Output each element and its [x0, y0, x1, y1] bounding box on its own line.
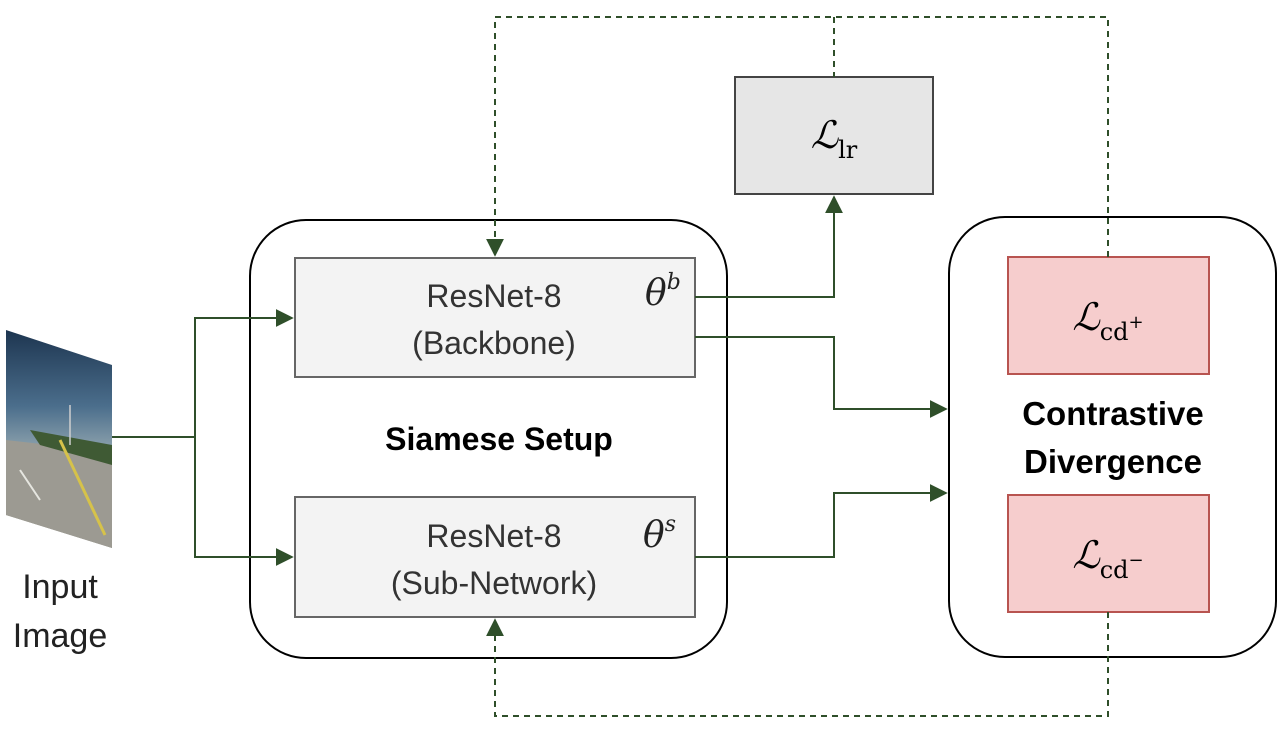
arrow-input-to-backbone — [112, 309, 294, 438]
siamese-setup-group — [249, 219, 728, 659]
siamese-setup-title: Siamese Setup — [385, 421, 613, 457]
subnetwork-param: θs — [643, 512, 676, 556]
loss-lr-subscript: lr — [838, 136, 858, 164]
subnetwork-param-sup: s — [665, 512, 676, 537]
arrow-backbone-to-loss-lr — [695, 195, 843, 298]
loss-cd-positive-box: ℒcd+ — [1007, 256, 1210, 375]
loss-lr-symbol: ℒ — [811, 113, 840, 157]
loss-cd-positive-sup: + — [1129, 312, 1144, 333]
arrow-subnetwork-to-contrastive — [695, 484, 948, 558]
contrastive-divergence-group — [948, 216, 1277, 658]
loss-lr-label: ℒlr — [811, 113, 858, 164]
loss-cd-negative-symbol: ℒ — [1072, 533, 1101, 577]
subnetwork-role: (Sub-Network) — [391, 565, 597, 601]
subnetwork-param-base: θ — [643, 515, 665, 556]
arrow-backbone-to-contrastive — [695, 336, 948, 418]
input-image-label-line1: Input — [22, 568, 98, 606]
dashed-feedback-to-subnetwork — [486, 612, 1109, 717]
loss-cd-negative-box: ℒcd− — [1007, 494, 1210, 613]
backbone-name: ResNet-8 — [426, 278, 561, 314]
dashed-feedback-to-backbone — [486, 16, 1109, 257]
subnetwork-name: ResNet-8 — [426, 518, 561, 554]
loss-cd-negative-sup: − — [1129, 550, 1144, 571]
input-image-label-line2: Image — [13, 617, 108, 655]
loss-lr-box: ℒlr — [734, 76, 934, 195]
backbone-role: (Backbone) — [412, 325, 576, 361]
loss-cd-positive-subscript: cd — [1100, 318, 1129, 346]
backbone-param-sup: b — [667, 270, 681, 295]
contrastive-title-line1: Contrastive — [1022, 395, 1204, 432]
input-image — [6, 330, 112, 548]
subnetwork-module: ResNet-8 (Sub-Network) θs — [294, 496, 696, 618]
contrastive-title-line2: Divergence — [1024, 443, 1202, 480]
loss-cd-positive-label: ℒcd+ — [1072, 295, 1143, 346]
arrow-input-to-subnetwork — [194, 437, 294, 566]
backbone-param-base: θ — [645, 273, 667, 314]
loss-cd-negative-subscript: cd — [1100, 556, 1129, 584]
backbone-param: θb — [645, 270, 681, 314]
loss-cd-negative-label: ℒcd− — [1072, 533, 1143, 584]
loss-cd-positive-symbol: ℒ — [1072, 295, 1101, 339]
backbone-module: ResNet-8 (Backbone) θb — [294, 257, 696, 378]
